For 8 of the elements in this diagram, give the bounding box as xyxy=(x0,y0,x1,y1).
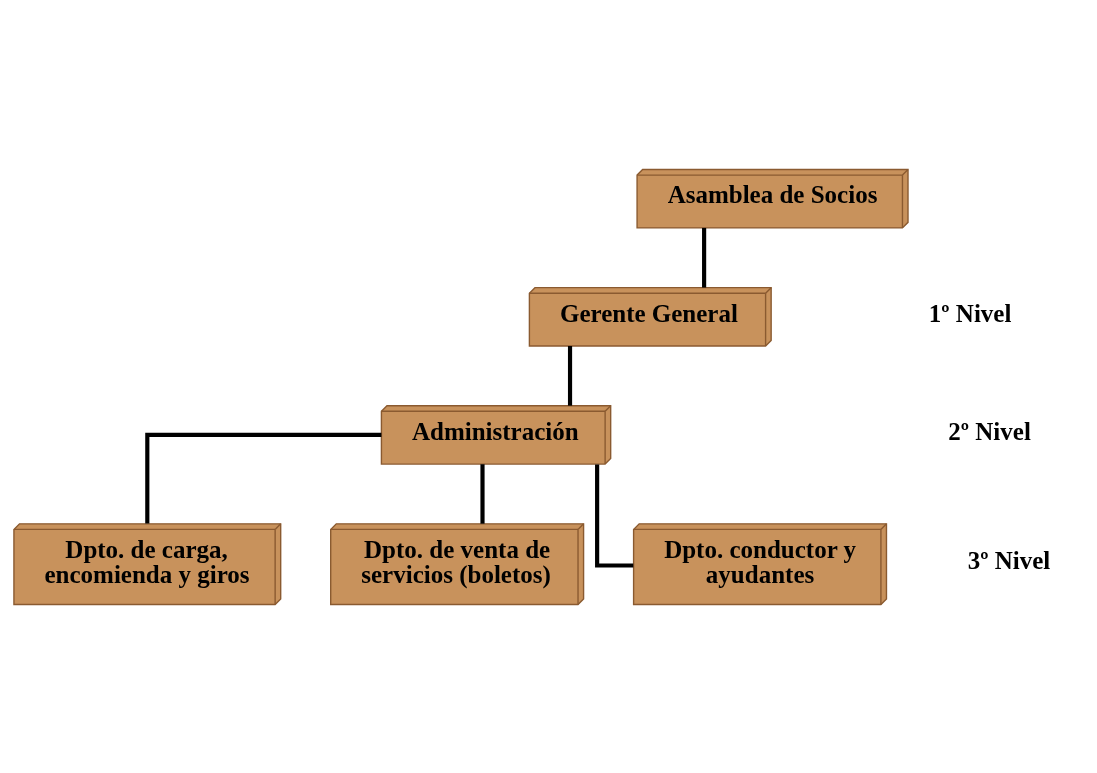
connector xyxy=(702,227,707,288)
connector xyxy=(567,345,573,406)
connector xyxy=(480,463,485,524)
connector xyxy=(595,464,634,568)
connector xyxy=(145,432,382,524)
label: 3º Nivel xyxy=(967,546,1051,574)
label: 1º Nivel xyxy=(928,299,1012,327)
label: 2º Nivel xyxy=(948,417,1031,445)
